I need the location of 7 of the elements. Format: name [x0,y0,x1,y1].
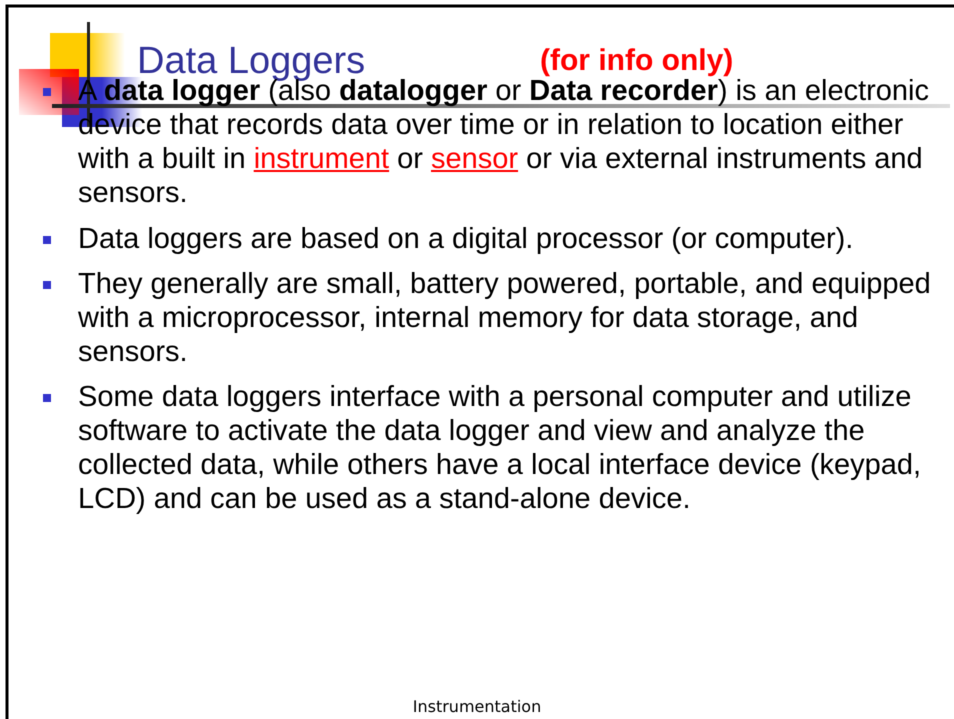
link: instrument [254,143,390,175]
bullet-text: They generally are small, battery powered, portable, and equipped with a microprocessor, internal memory for data storage, and sensors. [78,267,932,369]
bullet-text: Data loggers are based on a digital processor (or computer). [78,222,854,256]
bullet-text: Some data loggers interface with a personal computer and utilize software to activate the data logger and view and analyze the collected data, while others have a local interface device (keypad, LCD) and can be used as a stand-alone device. [78,380,922,516]
note-text: (for info only) [540,44,734,78]
footer-text: Instrumentation [412,697,542,716]
link: sensor [431,143,518,175]
